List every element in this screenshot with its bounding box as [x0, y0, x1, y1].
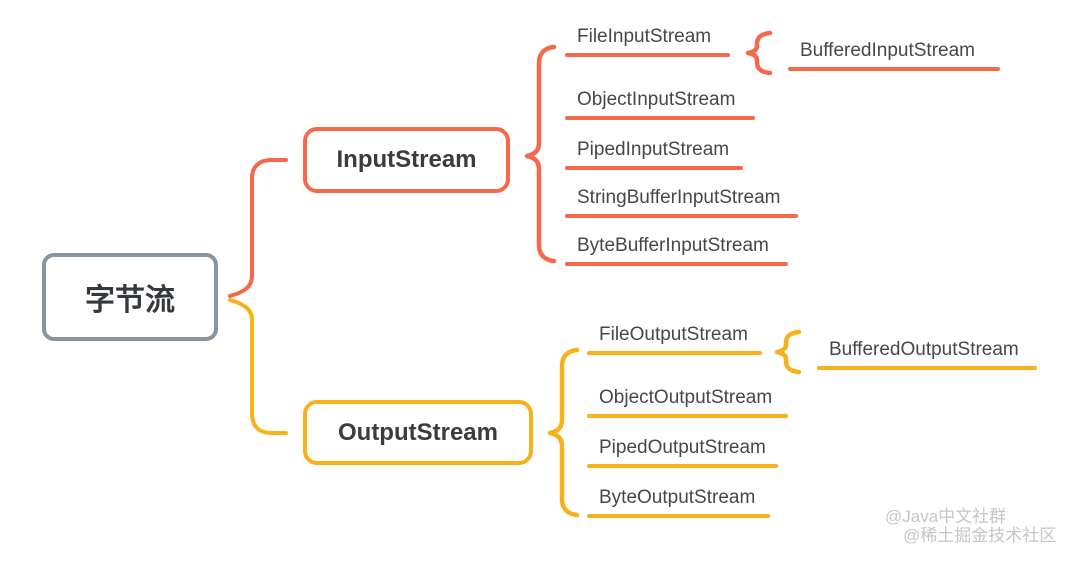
- node-objectinputstream-underline: [565, 116, 755, 120]
- node-objectoutputstream-underline: [587, 414, 788, 418]
- connector-root-to-inputstream: [228, 158, 288, 298]
- node-bufferedinputstream[interactable]: BufferedInputStream: [788, 39, 1000, 71]
- node-inputstream[interactable]: InputStream: [303, 127, 510, 193]
- node-byteoutputstream[interactable]: ByteOutputStream: [587, 486, 770, 518]
- node-pipedinputstream-underline: [565, 166, 743, 170]
- fileoutputstream-children-brace: [774, 329, 802, 375]
- node-fileinputstream[interactable]: FileInputStream: [565, 25, 730, 57]
- node-bufferedinputstream-label: BufferedInputStream: [800, 40, 975, 61]
- node-objectinputstream-label: ObjectInputStream: [577, 89, 736, 110]
- node-bufferedoutputstream-label: BufferedOutputStream: [829, 339, 1019, 360]
- fileinputstream-children-brace: [745, 30, 773, 76]
- node-objectinputstream[interactable]: ObjectInputStream: [565, 88, 755, 120]
- outputstream-children-brace: [547, 347, 580, 518]
- watermark-line-1: @Java中文社群: [885, 507, 1007, 526]
- node-pipedinputstream-label: PipedInputStream: [577, 139, 730, 160]
- node-bytebufferinputstream-underline: [565, 262, 788, 266]
- node-pipedinputstream[interactable]: PipedInputStream: [565, 138, 743, 170]
- node-byteoutputstream-underline: [587, 514, 770, 518]
- node-pipedoutputstream[interactable]: PipedOutputStream: [587, 436, 778, 468]
- node-bufferedinputstream-underline: [788, 67, 1000, 71]
- node-byte-stream-label: 字节流: [85, 284, 175, 317]
- node-inputstream-label: InputStream: [336, 146, 477, 173]
- node-stringbufferinputstream-underline: [565, 214, 798, 218]
- connector-root-to-outputstream: [228, 298, 288, 435]
- node-outputstream[interactable]: OutputStream: [303, 400, 533, 465]
- node-stringbufferinputstream[interactable]: StringBufferInputStream: [565, 186, 798, 218]
- node-stringbufferinputstream-label: StringBufferInputStream: [577, 187, 781, 208]
- node-bufferedoutputstream[interactable]: BufferedOutputStream: [817, 338, 1037, 370]
- node-bufferedoutputstream-underline: [817, 366, 1037, 370]
- node-objectoutputstream[interactable]: ObjectOutputStream: [587, 386, 788, 418]
- node-fileoutputstream-underline: [587, 351, 762, 355]
- node-pipedoutputstream-label: PipedOutputStream: [599, 437, 766, 458]
- watermark-line-2: @稀土掘金技术社区: [903, 526, 1057, 545]
- node-fileinputstream-label: FileInputStream: [577, 26, 712, 47]
- node-byte-stream[interactable]: 字节流: [42, 253, 218, 341]
- node-pipedoutputstream-underline: [587, 464, 778, 468]
- node-byteoutputstream-label: ByteOutputStream: [599, 487, 756, 508]
- node-fileoutputstream[interactable]: FileOutputStream: [587, 323, 762, 355]
- node-outputstream-label: OutputStream: [337, 418, 498, 446]
- node-fileoutputstream-label: FileOutputStream: [599, 324, 748, 345]
- node-bytebufferinputstream-label: ByteBufferInputStream: [577, 235, 769, 256]
- node-bytebufferinputstream[interactable]: ByteBufferInputStream: [565, 234, 788, 266]
- node-fileinputstream-underline: [565, 53, 730, 57]
- inputstream-children-brace: [524, 44, 557, 264]
- node-objectoutputstream-label: ObjectOutputStream: [599, 387, 773, 408]
